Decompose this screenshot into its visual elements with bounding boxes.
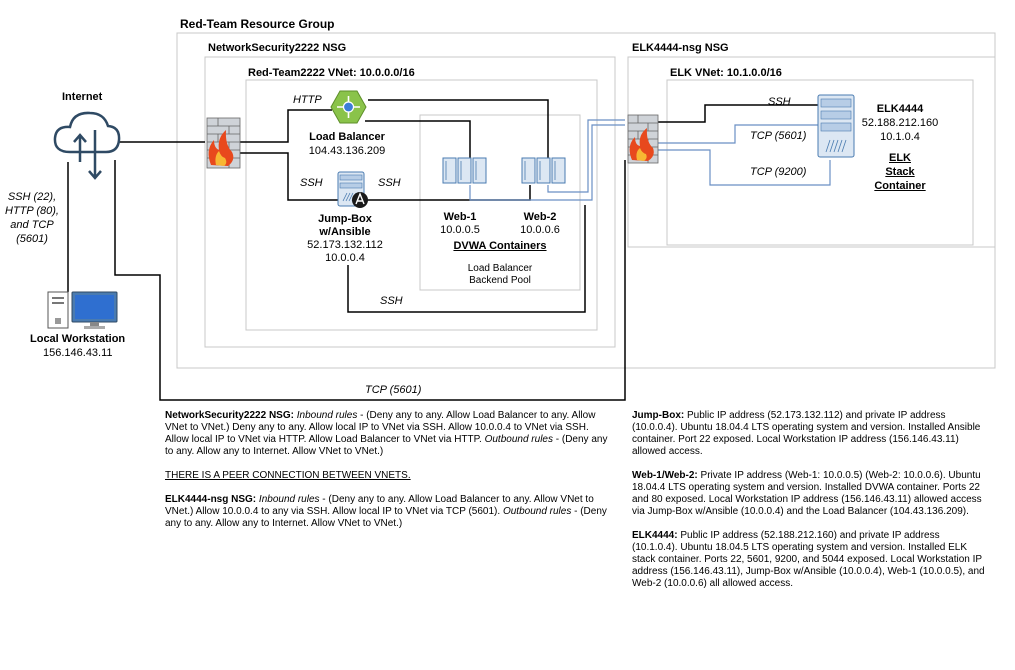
workstation-name: Local Workstation	[30, 333, 126, 345]
line-web2-to-elk	[547, 119, 625, 193]
line-tcp-bottom	[114, 160, 626, 401]
pool-label-line2: Backend Pool	[469, 275, 531, 286]
ssh-mid-connection-label: SSH	[378, 177, 401, 189]
nsg1-rules: NetworkSecurity2222 NSG: Inbound rules -…	[165, 410, 610, 458]
ssh-left-connection-label: SSH	[300, 177, 323, 189]
elk-container-line1: ELK	[889, 152, 911, 164]
nsg1-rules-title: NetworkSecurity2222 NSG:	[165, 410, 294, 421]
elk-ssh-connection-label: SSH	[768, 96, 791, 108]
internet-cloud-icon	[53, 111, 121, 180]
nsg-left-box	[204, 56, 616, 348]
jumpbox-details: Jump-Box: Public IP address (52.173.132.…	[632, 410, 987, 458]
dvwa-label: DVWA Containers	[453, 240, 547, 252]
jumpbox-details-text: Public IP address (52.173.132.112) and p…	[632, 410, 981, 457]
elk-details-title: ELK4444:	[632, 530, 678, 541]
inbound-ports-line2: HTTP (80),	[5, 205, 59, 217]
elk-tcp9200-connection-label: TCP (9200)	[750, 166, 807, 178]
jumpbox-private-ip: 10.0.0.4	[325, 252, 365, 264]
ssh-bottom-connection-label: SSH	[380, 295, 403, 307]
elk-container-line3: Container	[874, 180, 926, 192]
nsg2-outbound-text: - (Deny any to any. Allow any to Interne…	[165, 506, 607, 529]
elk-public-ip: 52.188.212.160	[861, 117, 939, 129]
load-balancer-name: Load Balancer	[309, 131, 385, 143]
web1-container-icon	[442, 157, 487, 184]
inbound-ports-line4: (5601)	[16, 233, 48, 245]
vnet-right-box	[666, 79, 974, 246]
vnet-left-box	[245, 79, 598, 331]
nsg-left-label: NetworkSecurity2222 NSG	[208, 42, 347, 54]
peer-connection-note: THERE IS A PEER CONNECTION BETWEEN VNETS…	[165, 470, 411, 481]
line-nsg-to-jumpbox	[240, 152, 338, 201]
load-balancer-icon	[330, 90, 367, 124]
host-details-text: Jump-Box: Public IP address (52.173.132.…	[632, 410, 987, 602]
nsg-right-label: ELK4444-nsg NSG	[632, 42, 729, 54]
line-elk-ssh	[645, 104, 818, 123]
elk-server-icon	[817, 94, 855, 158]
load-balancer-ip: 104.43.136.209	[308, 145, 386, 157]
vnet-right-label: ELK VNet: 10.1.0.0/16	[670, 67, 782, 79]
web1-name: Web-1	[443, 211, 477, 223]
jumpbox-details-title: Jump-Box:	[632, 410, 685, 421]
resource-group-label: Red-Team Resource Group	[180, 17, 335, 31]
blue-connection-lines	[469, 119, 831, 201]
elk-tcp5601-connection-label: TCP (5601)	[750, 130, 807, 142]
elk-container-line2: Stack	[885, 166, 915, 178]
pool-label-line1: Load Balancer	[467, 263, 533, 274]
line-nsg-to-lb	[240, 109, 332, 143]
nsg1-inbound-text: - (Deny any to any. Allow Load Balancer …	[165, 410, 596, 445]
firewall-left-icon	[206, 117, 241, 169]
nsg2-inbound-text: - (Deny any to any. Allow Load Balancer …	[165, 494, 594, 517]
web2-container-icon	[521, 157, 566, 184]
nsg1-outbound-text: - (Deny any to any. Allow any to Interne…	[165, 434, 608, 457]
nsg1-outbound-label: Outbound rules	[484, 434, 553, 445]
elk-private-ip: 10.1.0.4	[880, 131, 920, 143]
nsg2-inbound-label: Inbound rules	[258, 494, 320, 505]
elk-details-text: Public IP address (52.188.212.160) and p…	[632, 530, 985, 589]
elk-details: ELK4444: Public IP address (52.188.212.1…	[632, 530, 987, 590]
web-details: Web-1/Web-2: Private IP address (Web-1: …	[632, 470, 987, 518]
line-lb-to-web2	[368, 99, 549, 158]
web1-ip: 10.0.0.5	[440, 224, 480, 236]
web-details-title: Web-1/Web-2:	[632, 470, 698, 481]
vnet-left-label: Red-Team2222 VNet: 10.0.0.0/16	[248, 67, 415, 79]
jumpbox-name-line1: Jump-Box	[318, 213, 372, 225]
nsg1-inbound-label: Inbound rules	[296, 410, 358, 421]
web2-ip: 10.0.0.6	[520, 224, 560, 236]
backend-pool-box	[419, 114, 581, 291]
line-elk-tcp5601	[655, 124, 818, 144]
nsg-rules-text: NetworkSecurity2222 NSG: Inbound rules -…	[165, 410, 610, 542]
line-ssh-bottom	[347, 205, 586, 313]
nsg2-rules: ELK4444-nsg NSG: Inbound rules - (Deny a…	[165, 494, 610, 530]
connection-lines	[67, 99, 818, 401]
nsg2-outbound-label: Outbound rules	[502, 506, 572, 517]
inbound-ports-line3: and TCP	[10, 219, 54, 231]
workstation-icon	[47, 291, 118, 329]
jumpbox-name-line2: w/Ansible	[319, 226, 371, 238]
nsg2-rules-title: ELK4444-nsg NSG:	[165, 494, 257, 505]
tcp-bottom-connection-label: TCP (5601)	[365, 384, 422, 396]
http-connection-label: HTTP	[293, 94, 322, 106]
workstation-ip: 156.146.43.11	[43, 347, 113, 359]
jumpbox-public-ip: 52.173.132.112	[307, 239, 383, 251]
web2-name: Web-2	[523, 211, 557, 223]
line-elk-tcp9200	[655, 149, 831, 186]
firewall-right-icon	[627, 114, 659, 164]
inbound-ports-line1: SSH (22),	[7, 191, 57, 203]
internet-label: Internet	[62, 91, 103, 103]
jumpbox-server-icon	[337, 171, 368, 208]
line-web1-to-elk	[469, 124, 625, 201]
elk-name: ELK4444	[876, 103, 924, 115]
web-details-text: Private IP address (Web-1: 10.0.0.5) (We…	[632, 470, 982, 517]
line-lb-to-web1	[365, 120, 471, 158]
